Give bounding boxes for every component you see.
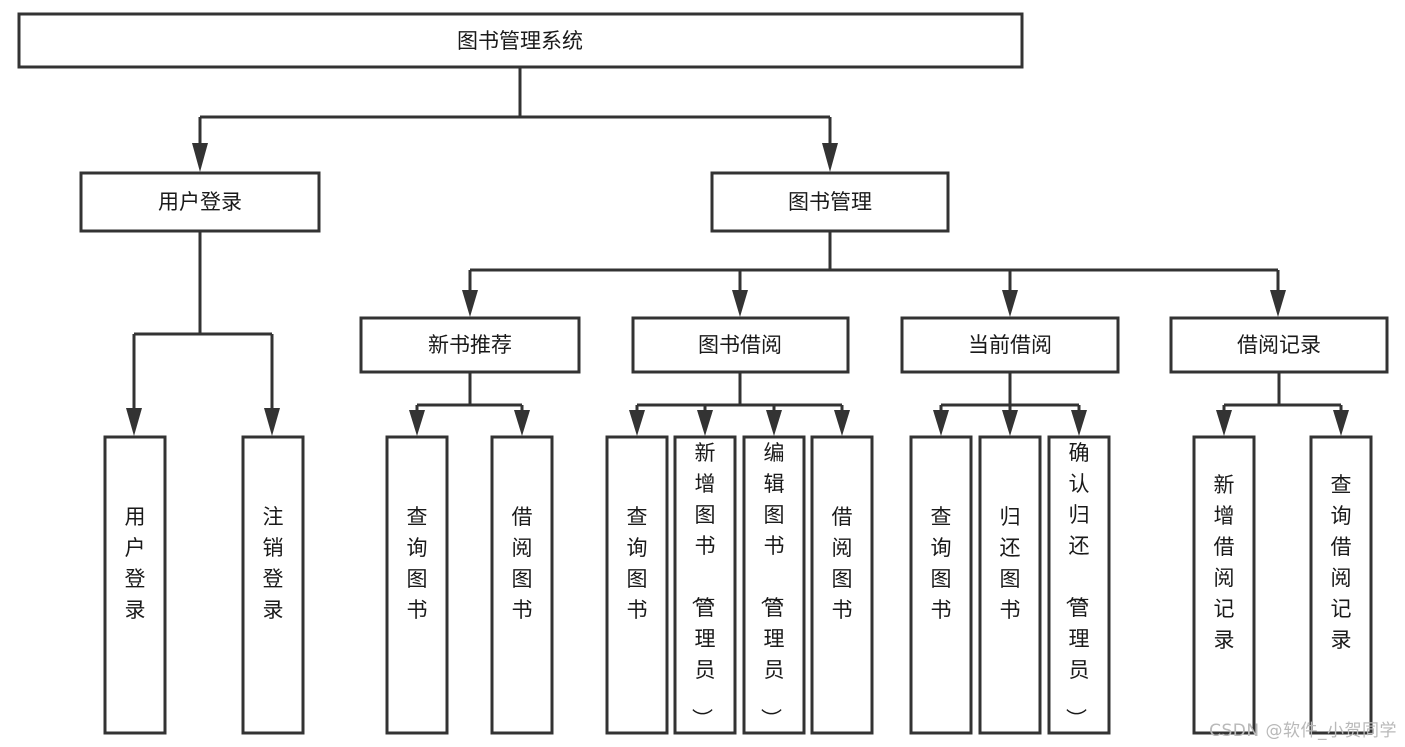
leaf-nb-borrow-book[interactable]: 借阅图书 (490, 435, 554, 735)
arrow-to-leaf-br-query (1333, 410, 1349, 436)
node-root[interactable]: 图书管理系统 (17, 12, 1024, 69)
edges-new-book-to-leaves (409, 372, 530, 436)
leaf-cb-return-book[interactable]: 归还图书 (978, 435, 1042, 735)
leaf-cb-query-book-box[interactable] (909, 435, 973, 735)
leaf-user-login[interactable]: 用户登录 (103, 435, 167, 735)
node-current-borrow-box[interactable] (900, 316, 1120, 374)
arrow-to-user-login (192, 143, 208, 172)
arrow-to-book-manage (822, 143, 838, 172)
leaf-bb-query-book-box[interactable] (605, 435, 669, 735)
leaf-cb-query-book[interactable]: 查询图书 (909, 435, 973, 735)
edges-current-borrow-to-leaves (933, 372, 1087, 436)
leaf-nb-borrow-book-box[interactable] (490, 435, 554, 735)
leaf-br-add-record-label: 新增借阅记录 (1214, 473, 1235, 652)
leaf-br-add-record[interactable]: 新增借阅记录 (1192, 435, 1256, 735)
arrow-to-current-borrow (1002, 290, 1018, 317)
arrow-to-leaf-bb-add (697, 410, 713, 436)
leaf-logout-box[interactable] (241, 435, 305, 735)
leaf-bb-query-book[interactable]: 查询图书 (605, 435, 669, 735)
arrow-to-leaf-user-login (126, 408, 142, 436)
leaf-bb-borrow-book[interactable]: 借阅图书 (810, 435, 874, 735)
leaf-br-query-record[interactable]: 查询借阅记录 (1309, 435, 1373, 735)
arrow-to-new-book (462, 290, 478, 317)
node-new-book-recommend[interactable]: 新书推荐 (359, 316, 581, 374)
node-borrow-record-label: 借阅记录 (1237, 333, 1321, 357)
arrow-to-borrow-record (1270, 290, 1286, 317)
arrow-to-leaf-nb-query (409, 410, 425, 436)
leaf-nb-borrow-book-label: 借阅图书 (512, 505, 533, 622)
arrow-to-leaf-cb-return (1002, 410, 1018, 436)
edges-book-borrow-to-leaves (629, 372, 850, 436)
node-book-manage-label: 图书管理 (788, 190, 872, 214)
arrow-to-leaf-logout (264, 408, 280, 436)
leaf-bb-add-book-label: 新增图书（管理员） (690, 441, 716, 729)
leaf-logout-label: 注销登录 (263, 505, 284, 622)
leaf-cb-confirm-return-box[interactable] (1047, 435, 1111, 735)
edges-user-login-to-leaves (126, 231, 280, 436)
arrow-to-leaf-bb-query (629, 410, 645, 436)
leaf-cb-return-book-label: 归还图书 (1000, 505, 1021, 622)
leaf-nb-query-book-box[interactable] (385, 435, 449, 735)
leaf-bb-add-book-box[interactable] (673, 435, 737, 735)
leaf-br-query-record-label: 查询借阅记录 (1331, 473, 1352, 652)
node-root-label: 图书管理系统 (457, 29, 583, 53)
leaf-br-add-record-box[interactable] (1192, 435, 1256, 735)
edges-book-manage-to-level3 (462, 231, 1286, 317)
leaf-cb-query-book-label: 查询图书 (931, 505, 952, 622)
node-current-borrow-label: 当前借阅 (968, 333, 1052, 357)
node-book-borrow-box[interactable] (631, 316, 850, 374)
node-root-box[interactable] (17, 12, 1024, 69)
node-book-manage-box[interactable] (710, 171, 950, 233)
leaf-br-query-record-box[interactable] (1309, 435, 1373, 735)
node-book-manage[interactable]: 图书管理 (710, 171, 950, 233)
node-new-book-recommend-label: 新书推荐 (428, 333, 512, 357)
node-book-borrow[interactable]: 图书借阅 (631, 316, 850, 374)
leaf-cb-confirm-return[interactable]: 确认归还（管理员） (1047, 435, 1111, 735)
leaf-logout[interactable]: 注销登录 (241, 435, 305, 735)
arrow-to-leaf-bb-edit (766, 410, 782, 436)
leaf-bb-edit-book[interactable]: 编辑图书（管理员） (742, 435, 806, 735)
csdn-watermark: CSDN @软件_小贺同学 (1209, 721, 1397, 741)
arrow-to-leaf-cb-confirm (1071, 410, 1087, 436)
leaf-user-login-box[interactable] (103, 435, 167, 735)
edges-borrow-record-to-leaves (1216, 372, 1349, 436)
node-borrow-record-box[interactable] (1169, 316, 1389, 374)
node-user-login-label: 用户登录 (158, 190, 242, 214)
node-borrow-record[interactable]: 借阅记录 (1169, 316, 1389, 374)
arrow-to-leaf-cb-query (933, 410, 949, 436)
leaf-bb-edit-book-box[interactable] (742, 435, 806, 735)
leaf-nb-query-book-label: 查询图书 (407, 505, 428, 622)
node-user-login[interactable]: 用户登录 (79, 171, 321, 233)
node-new-book-recommend-box[interactable] (359, 316, 581, 374)
leaf-bb-query-book-label: 查询图书 (627, 505, 648, 622)
leaf-cb-confirm-return-label: 确认归还（管理员） (1064, 441, 1090, 729)
node-current-borrow[interactable]: 当前借阅 (900, 316, 1120, 374)
leaf-bb-borrow-book-label: 借阅图书 (832, 505, 853, 622)
leaf-nb-query-book[interactable]: 查询图书 (385, 435, 449, 735)
leaf-bb-borrow-book-box[interactable] (810, 435, 874, 735)
node-book-borrow-label: 图书借阅 (698, 333, 782, 357)
leaf-bb-add-book[interactable]: 新增图书（管理员） (673, 435, 737, 735)
arrow-to-leaf-nb-borrow (514, 410, 530, 436)
arrow-to-leaf-br-add (1216, 410, 1232, 436)
leaf-bb-edit-book-label: 编辑图书（管理员） (759, 441, 785, 729)
arrow-to-leaf-bb-borrow (834, 410, 850, 436)
leaf-user-login-label: 用户登录 (125, 505, 146, 622)
edges-root-to-level2 (192, 67, 838, 172)
leaf-cb-return-book-box[interactable] (978, 435, 1042, 735)
arrow-to-book-borrow (732, 290, 748, 317)
